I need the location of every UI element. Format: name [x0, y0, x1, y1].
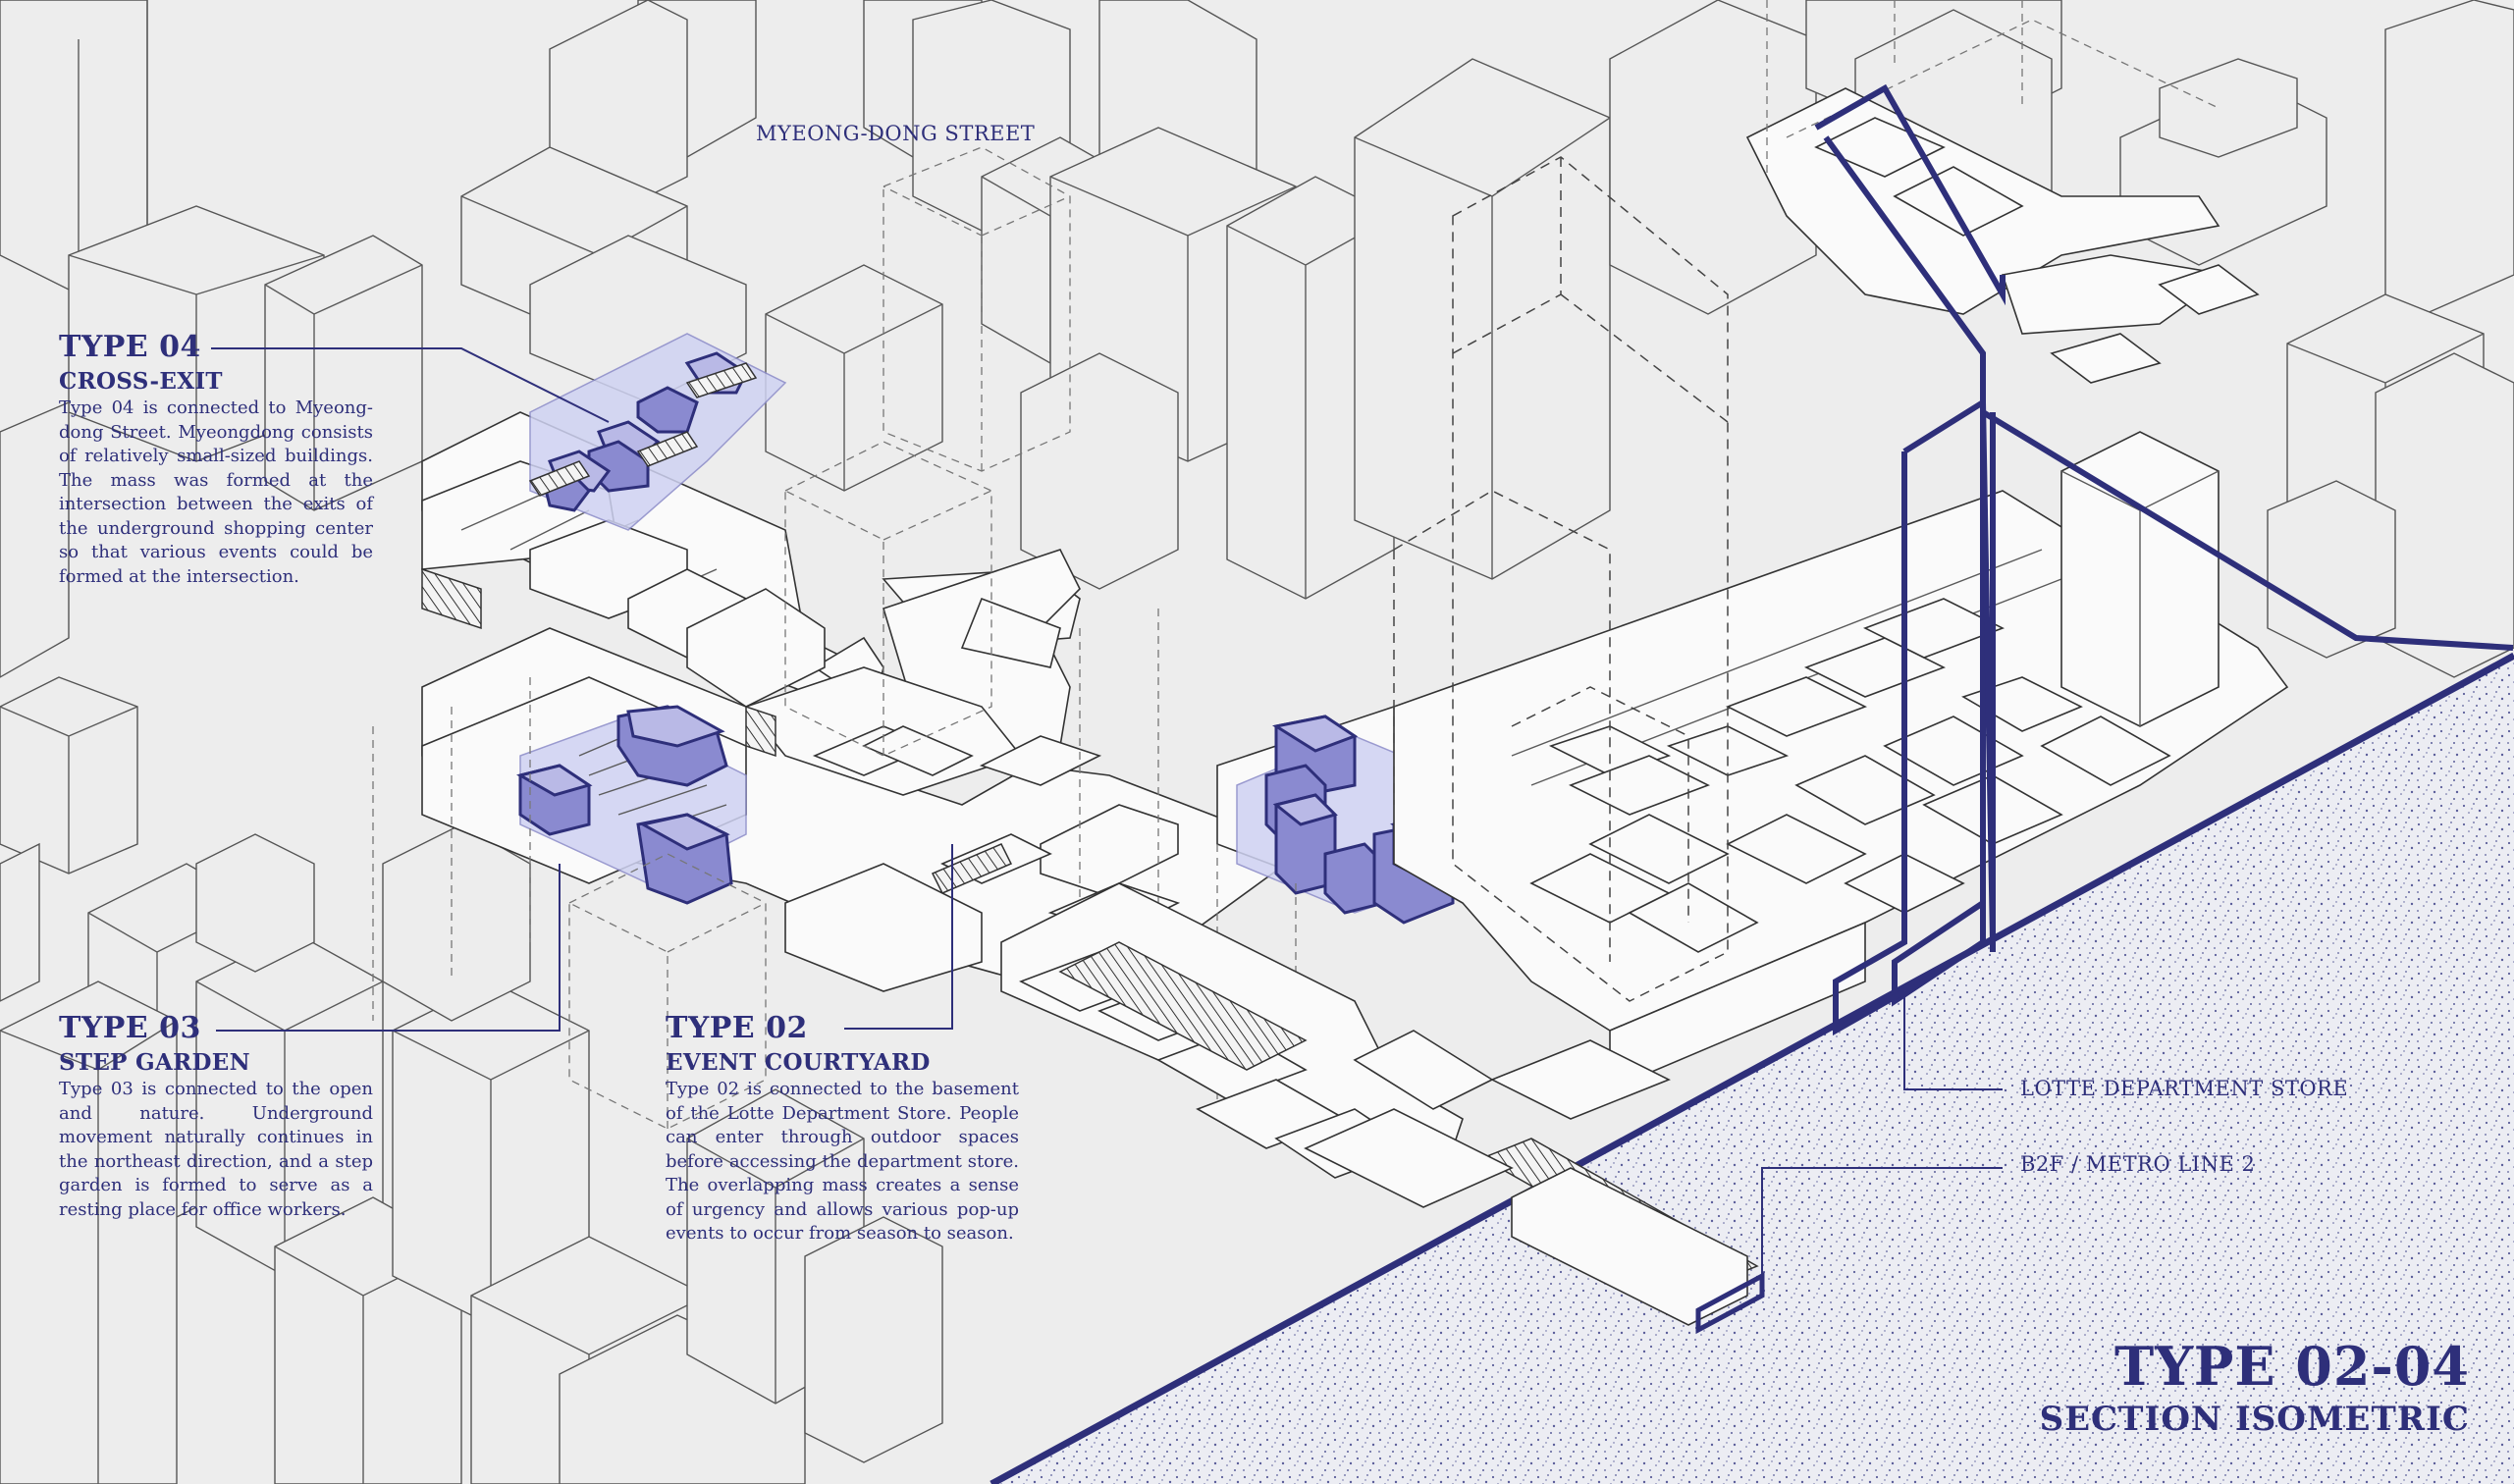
- type03-callout: TYPE 03 STEP GARDEN Type 03 is connected…: [59, 1011, 373, 1222]
- type03-body: Type 03 is connected to the open and nat…: [59, 1079, 373, 1220]
- type02-callout: TYPE 02 EVENT COURTYARD Type 02 is conne…: [666, 1011, 1019, 1246]
- type04-body: Type 04 is connected to Myeong-dong Stre…: [59, 398, 373, 587]
- lotte-accent-frame: [1833, 399, 1996, 1036]
- background-buildings-top: [460, 0, 2514, 678]
- type02-subtitle: EVENT COURTYARD: [666, 1049, 931, 1076]
- type04-cross-exit-area: [528, 333, 787, 531]
- type02-title: TYPE 02: [666, 1011, 808, 1045]
- lotte-callout-label: LOTTE DEPARTMENT STORE: [2020, 1077, 2349, 1100]
- section-cut-line: [990, 652, 2514, 1484]
- type03-step-garden-area: [421, 676, 776, 905]
- underground-street-upper-right: [1745, 87, 2260, 384]
- type03-title: TYPE 03: [59, 1011, 201, 1045]
- background-buildings-left: [0, 0, 943, 1484]
- sheet-subtitle: SECTION ISOMETRIC: [2039, 1400, 2470, 1439]
- street-label: MYEONG-DONG STREET: [756, 122, 1036, 145]
- leader-lines: [211, 347, 2003, 1276]
- sheet-title: TYPE 02-04: [2113, 1335, 2470, 1398]
- metro-callout-label: B2F / METRO LINE 2: [2020, 1152, 2256, 1176]
- type04-subtitle: CROSS-EXIT: [59, 368, 223, 395]
- type04-callout: TYPE 04 CROSS-EXIT Type 04 is connected …: [59, 330, 373, 589]
- type04-title: TYPE 04: [59, 330, 201, 364]
- lower-corridor-metro: [1000, 882, 1765, 1335]
- sheet-title-block: TYPE 02-04 SECTION ISOMETRIC: [2040, 1335, 2470, 1439]
- type03-subtitle: STEP GARDEN: [59, 1049, 250, 1076]
- type02-body: Type 02 is connected to the basement of …: [666, 1079, 1019, 1244]
